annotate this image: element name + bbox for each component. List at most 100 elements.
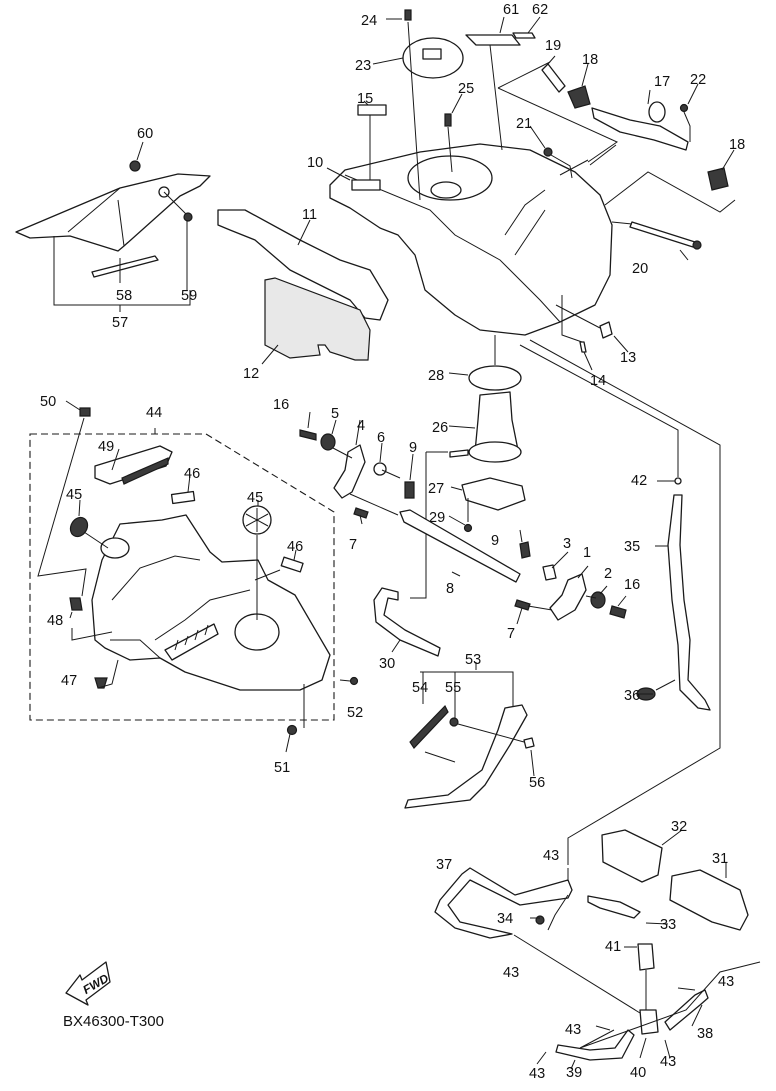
callout-label[interactable]: 25	[458, 81, 474, 97]
callout-label[interactable]: 21	[516, 116, 532, 132]
callout-label[interactable]: 3	[563, 536, 571, 552]
callout-label[interactable]: 15	[357, 91, 373, 107]
callout-label[interactable]: 23	[355, 58, 371, 74]
callout-label[interactable]: 5	[331, 406, 339, 422]
callout-label[interactable]: 55	[445, 680, 461, 696]
callout-label[interactable]: 18	[582, 52, 598, 68]
callout-label[interactable]: 18	[729, 137, 745, 153]
canister-cover-32	[601, 829, 663, 883]
callout-label[interactable]: 4	[357, 418, 365, 434]
callout-label[interactable]: 49	[98, 439, 114, 455]
caution-labels	[465, 16, 541, 151]
callout-label[interactable]: 6	[377, 430, 385, 446]
callout-label[interactable]: 7	[349, 537, 357, 553]
callout-label[interactable]: 56	[529, 775, 545, 791]
callout-label[interactable]: 61	[503, 2, 519, 18]
callout-label[interactable]: 50	[40, 394, 56, 410]
callout-label[interactable]: 16	[624, 577, 640, 593]
callout-label[interactable]: 33	[660, 917, 676, 933]
valve-40	[639, 1009, 659, 1035]
callout-label[interactable]: 36	[624, 688, 640, 704]
callout-label[interactable]: 44	[146, 405, 162, 421]
callout-label[interactable]: 57	[112, 315, 128, 331]
screw-52	[349, 676, 359, 686]
tank-cover-assembly	[29, 400, 359, 753]
bolt-16-left	[299, 429, 317, 441]
callout-label[interactable]: 37	[436, 857, 452, 873]
callout-label[interactable]: 53	[465, 652, 481, 668]
callout-label[interactable]: 26	[432, 420, 448, 436]
callout-label[interactable]: 34	[497, 911, 513, 927]
callout-label[interactable]: 43	[565, 1022, 581, 1038]
callout-label[interactable]: 9	[409, 440, 417, 456]
callout-label[interactable]: 59	[181, 288, 197, 304]
callout-label[interactable]: 58	[116, 288, 132, 304]
callout-label[interactable]: 32	[671, 819, 687, 835]
callout-label[interactable]: 13	[620, 350, 636, 366]
tank-cover-group-outline	[29, 433, 335, 721]
bolt-34	[535, 915, 545, 925]
bolt-7-right	[514, 599, 531, 611]
callout-label[interactable]: 12	[243, 366, 259, 382]
panel-49-strip	[121, 457, 169, 485]
callout-label[interactable]: 41	[605, 939, 621, 955]
callout-label[interactable]: 24	[361, 13, 377, 29]
callout-label[interactable]: 39	[566, 1065, 582, 1081]
bolt-20	[629, 221, 696, 248]
label-46-lower	[280, 556, 304, 573]
callout-label[interactable]: 20	[632, 261, 648, 277]
damper-strip-58	[91, 255, 159, 278]
bracket-assembly	[497, 55, 736, 213]
collar-3	[542, 564, 557, 581]
callout-label[interactable]: 14	[590, 373, 606, 389]
bracket-sleeve	[648, 101, 666, 123]
callout-label[interactable]: 2	[604, 566, 612, 582]
callout-label[interactable]: 47	[61, 673, 77, 689]
filler-well	[407, 155, 493, 201]
callout-label[interactable]: 54	[412, 680, 428, 696]
callout-label[interactable]: 43	[503, 965, 519, 981]
callout-label[interactable]: 43	[543, 848, 559, 864]
callout-label[interactable]: 28	[428, 368, 444, 384]
callout-label[interactable]: 40	[630, 1065, 646, 1081]
callout-label[interactable]: 27	[428, 481, 444, 497]
tank-label-15-position	[351, 179, 381, 191]
callout-label[interactable]: 11	[302, 207, 317, 223]
bolt-24	[404, 9, 412, 21]
callout-label[interactable]: 43	[529, 1066, 545, 1082]
callout-label[interactable]: 60	[137, 126, 153, 142]
callout-label[interactable]: 1	[583, 545, 591, 561]
plate-27	[461, 477, 526, 511]
callout-label[interactable]: 51	[274, 760, 290, 776]
bolt-16-right	[609, 605, 627, 619]
callout-label[interactable]: 35	[624, 539, 640, 555]
callout-label[interactable]: 46	[184, 466, 200, 482]
callout-label[interactable]: 46	[287, 539, 303, 555]
callout-label[interactable]: 9	[491, 533, 499, 549]
callout-label[interactable]: 7	[507, 626, 515, 642]
callout-label[interactable]: 62	[532, 2, 548, 18]
callout-label[interactable]: 43	[660, 1054, 676, 1070]
callout-label[interactable]: 48	[47, 613, 63, 629]
callout-label[interactable]: 52	[347, 705, 363, 721]
callout-label[interactable]: 10	[307, 155, 323, 171]
callout-label[interactable]: 45	[66, 487, 82, 503]
callout-label[interactable]: 45	[247, 490, 263, 506]
callout-label[interactable]: 17	[654, 74, 670, 90]
callout-label[interactable]: 19	[545, 38, 561, 54]
nut-55	[449, 717, 459, 727]
seat-guide-assembly	[404, 662, 535, 809]
callout-label[interactable]: 8	[446, 581, 454, 597]
strip-54	[409, 704, 449, 749]
callout-label[interactable]: 30	[379, 656, 395, 672]
label-46-upper	[170, 490, 196, 505]
clip-42	[674, 477, 682, 485]
callout-label[interactable]: 29	[429, 510, 445, 526]
callout-label[interactable]: 42	[631, 473, 647, 489]
callout-label[interactable]: 31	[712, 851, 728, 867]
callout-label[interactable]: 43	[718, 974, 734, 990]
callout-label[interactable]: 16	[273, 397, 289, 413]
callout-label[interactable]: 38	[697, 1026, 713, 1042]
callout-label[interactable]: 22	[690, 72, 706, 88]
